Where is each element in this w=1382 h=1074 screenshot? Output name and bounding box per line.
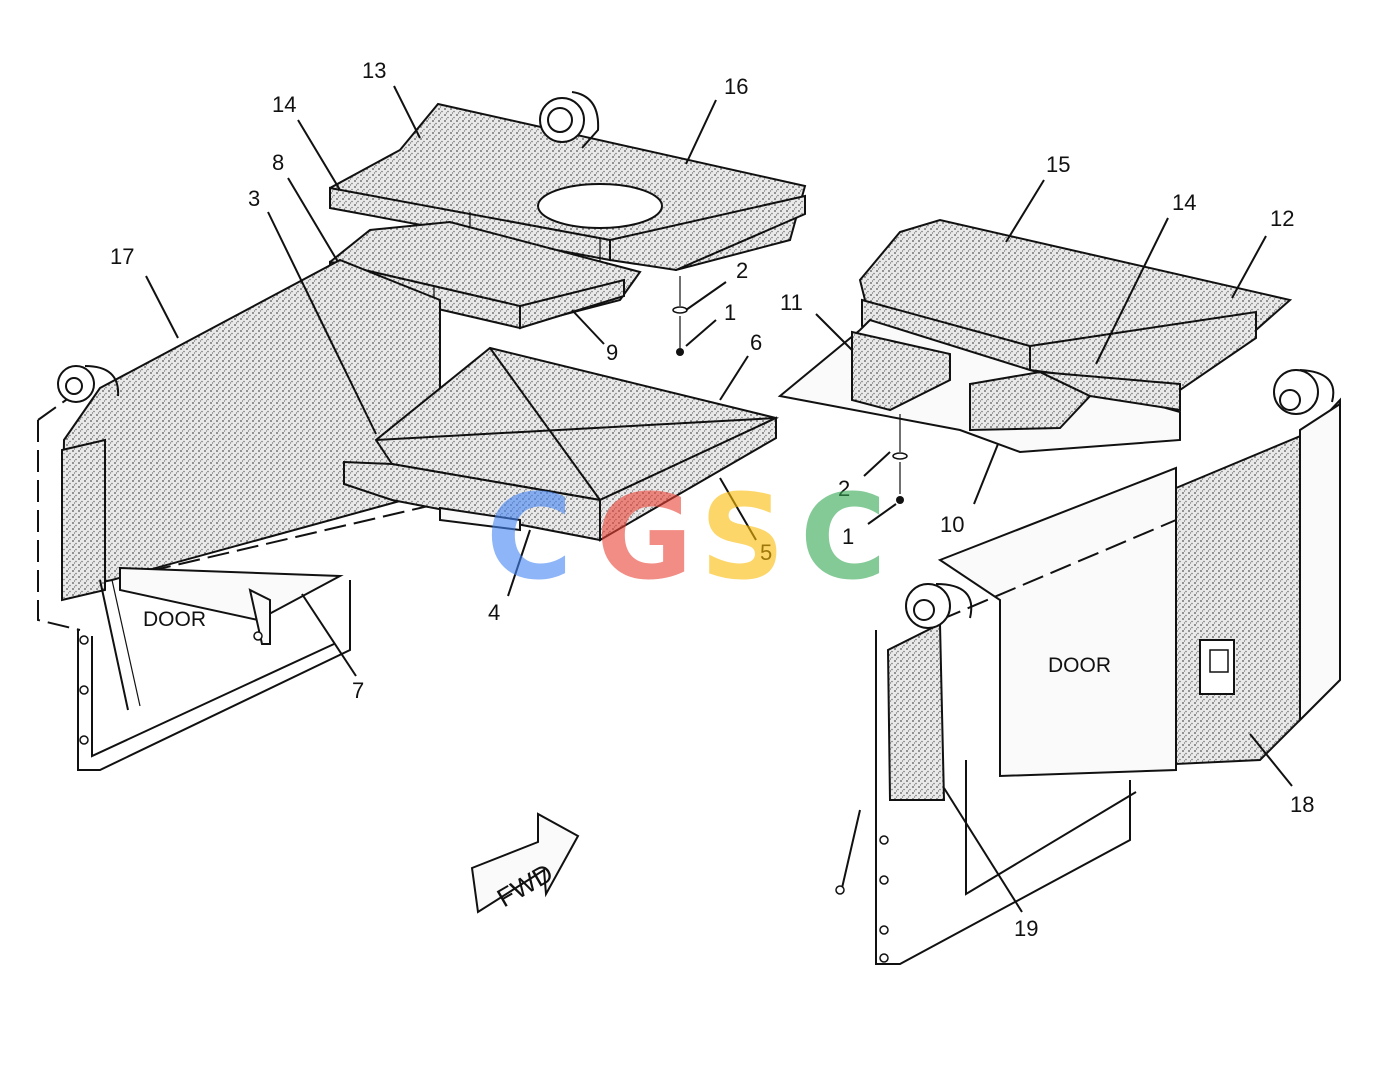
roof-panel-left — [329, 102, 807, 272]
callout-4: 4 — [488, 600, 500, 625]
callout-19: 19 — [1014, 916, 1038, 941]
callout-1b: 1 — [842, 524, 854, 549]
watermark-letter-2: G — [596, 468, 693, 606]
roof-panel-right — [777, 218, 1293, 454]
right-side-wall — [1175, 397, 1341, 766]
door-label-right: DOOR — [1048, 654, 1111, 677]
callout-9: 9 — [606, 340, 618, 365]
watermark-letter-1: C — [486, 468, 573, 606]
floor-panel-left — [343, 346, 780, 542]
callout-11: 11 — [780, 290, 803, 315]
left-side-wall — [37, 258, 541, 631]
door-label-left: DOOR — [143, 608, 206, 631]
callout-3: 3 — [248, 186, 260, 211]
callout-2: 2 — [736, 258, 748, 283]
callout-12: 12 — [1270, 206, 1294, 231]
watermark-logo: C G S C — [486, 468, 887, 606]
hinge-top-left — [539, 91, 600, 149]
callout-14: 14 — [272, 92, 296, 117]
callout-6: 6 — [750, 330, 762, 355]
callout-16: 16 — [724, 74, 748, 99]
watermark-letter-4: C — [800, 468, 887, 606]
leader-lines — [145, 85, 1293, 913]
callout-2b: 2 — [838, 476, 850, 501]
hinge-right-door — [905, 583, 973, 629]
right-door-frame — [835, 466, 1177, 965]
callout-5: 5 — [760, 540, 772, 565]
callout-15: 15 — [1046, 152, 1070, 177]
callout-1: 1 — [724, 300, 736, 325]
callout-10: 10 — [940, 512, 964, 537]
fastener-stack-left — [672, 276, 688, 356]
hinge-left-wall — [57, 365, 120, 403]
callout-13: 13 — [362, 58, 386, 83]
hinge-right-wall — [1273, 369, 1335, 415]
watermark-letter-3: S — [700, 468, 785, 606]
fastener-stack-right — [892, 414, 908, 504]
fwd-arrow-icon: FWD — [470, 812, 580, 914]
left-door-frame — [77, 566, 351, 771]
callout-18: 18 — [1290, 792, 1314, 817]
callout-8: 8 — [272, 150, 284, 175]
callout-14b: 14 — [1172, 190, 1196, 215]
callout-7: 7 — [352, 678, 364, 703]
callout-17: 17 — [110, 244, 134, 269]
callout-numbers: 13 16 14 8 3 17 2 1 9 6 4 5 7 15 14 12 1… — [110, 58, 1314, 941]
